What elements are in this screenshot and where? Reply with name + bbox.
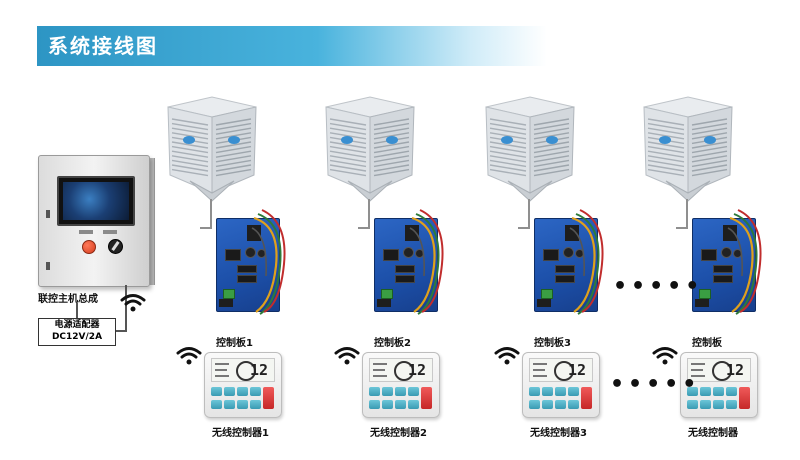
touch-screen [57, 176, 135, 226]
wire-bundle [251, 209, 286, 315]
control-cabinet [38, 155, 150, 287]
page-title: 系统接线图 [48, 34, 158, 58]
remote-label: 无线控制器2 [370, 428, 427, 439]
wifi-icon [334, 347, 360, 365]
remote-display: 12 [369, 358, 433, 382]
air-cooler [325, 96, 415, 202]
board-label: 控制板2 [374, 338, 411, 349]
wifi-icon [120, 294, 146, 312]
wireless-remote: 12 [204, 352, 282, 418]
air-cooler [485, 96, 575, 202]
ellipsis-boards: ••••• [613, 274, 704, 299]
master-label: 联控主机总成 [38, 294, 98, 305]
wire-bundle [569, 209, 604, 315]
board-label: 控制板1 [216, 338, 253, 349]
board-label: 控制板3 [534, 338, 571, 349]
title-banner [37, 26, 547, 66]
remote-display: 12 [687, 358, 751, 382]
cabinet-latch [46, 210, 50, 218]
remote-label: 无线控制器3 [530, 428, 587, 439]
ellipsis-remotes: ••••• [610, 372, 701, 397]
cabinet-latch [46, 262, 50, 270]
selector-knob [108, 239, 123, 254]
remote-display: 12 [529, 358, 593, 382]
wireless-remote: 12 [680, 352, 758, 418]
remote-label: 无线控制器1 [212, 428, 269, 439]
air-cooler [643, 96, 733, 202]
remote-display: 12 [211, 358, 275, 382]
remote-label: 无线控制器 [688, 428, 738, 439]
wire-bundle [409, 209, 444, 315]
wire-bundle [727, 209, 762, 315]
stop-button [82, 240, 96, 254]
power-adapter: 电源适配器 DC12V/2A [38, 318, 116, 346]
board-label: 控制板 [692, 338, 722, 349]
wireless-remote: 12 [522, 352, 600, 418]
cabinet-side [148, 158, 155, 285]
wireless-remote: 12 [362, 352, 440, 418]
wifi-icon [494, 347, 520, 365]
wifi-icon [176, 347, 202, 365]
wifi-icon [652, 347, 678, 365]
air-cooler [167, 96, 257, 202]
